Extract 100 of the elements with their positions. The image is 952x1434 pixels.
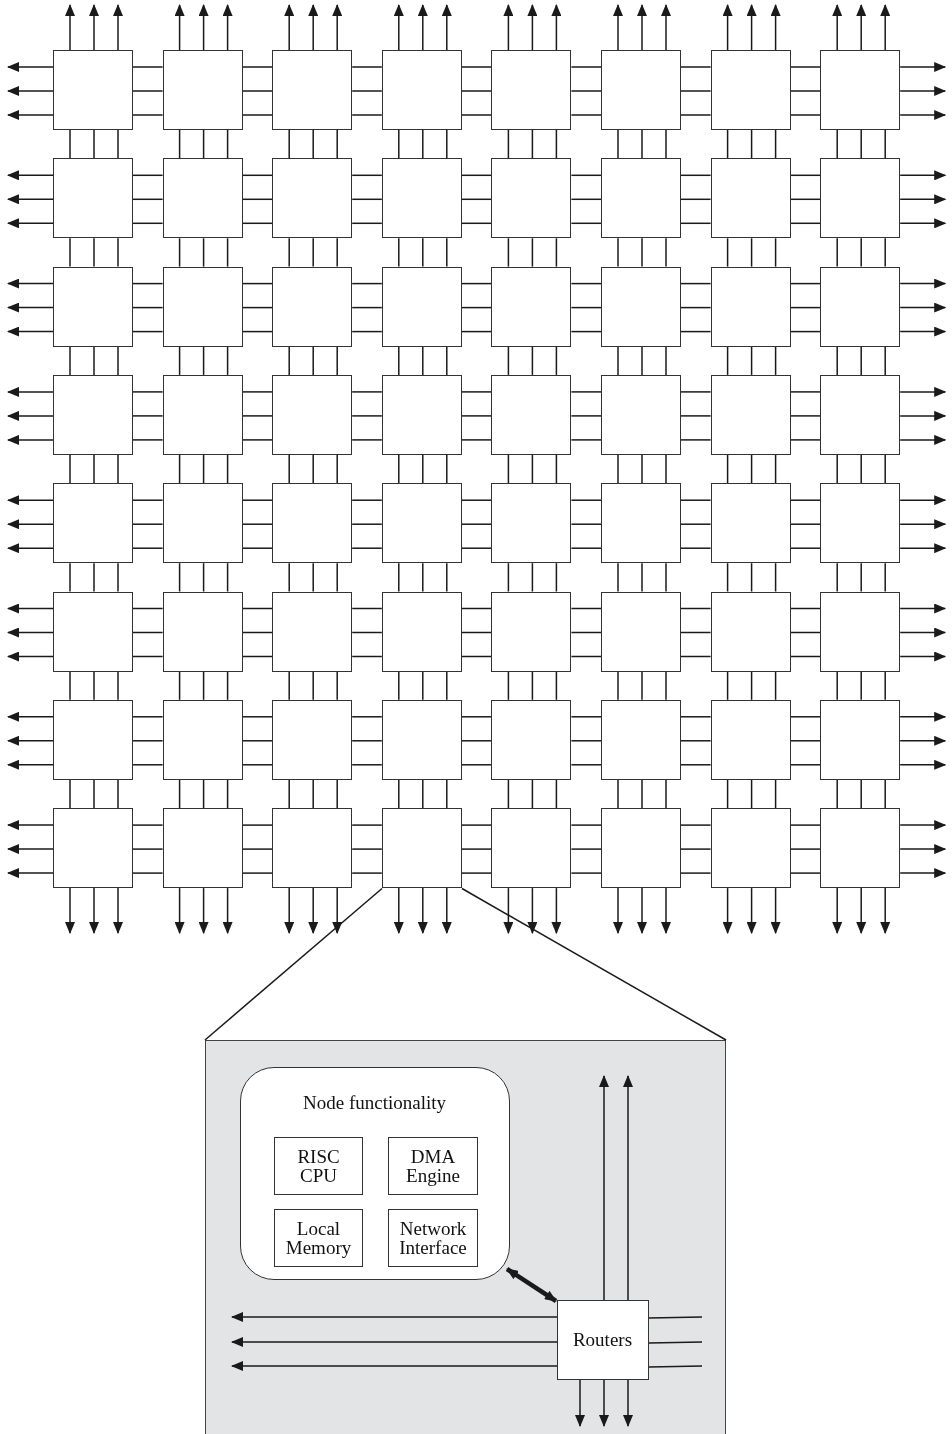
connection-line <box>531 454 534 484</box>
connection-line <box>351 222 383 225</box>
connection-line <box>132 848 164 850</box>
node-box <box>820 808 901 889</box>
connection-line <box>570 607 602 610</box>
connection-line <box>398 779 400 809</box>
connection-line <box>789 824 821 826</box>
connection-line <box>336 779 338 809</box>
arrow <box>198 887 209 935</box>
node-box <box>491 266 572 347</box>
connection-line <box>461 824 493 826</box>
connection-line <box>860 454 862 484</box>
node-box <box>820 158 901 239</box>
connection-line <box>132 282 164 285</box>
node-box <box>53 591 133 672</box>
arrow <box>527 4 538 51</box>
node-box <box>491 50 572 130</box>
connection-line <box>351 716 383 718</box>
connection-line <box>860 670 862 701</box>
connection-line <box>241 282 273 285</box>
connection-line <box>132 66 164 68</box>
arrow <box>113 887 123 935</box>
connection-line <box>680 523 712 525</box>
node-box <box>272 266 353 347</box>
connection-line <box>531 779 534 809</box>
connection-line <box>241 764 273 766</box>
connection-line <box>351 872 383 874</box>
connection-line <box>789 174 821 177</box>
connection-line <box>641 345 643 376</box>
arrow <box>899 543 947 554</box>
arrow <box>417 887 428 935</box>
connection-line <box>461 306 493 309</box>
arrow <box>198 4 209 51</box>
connection-line <box>69 129 71 160</box>
connection-line <box>680 848 712 850</box>
arrow <box>222 4 233 51</box>
connection-line <box>750 345 753 376</box>
connection-line <box>789 848 821 850</box>
arrow <box>551 4 562 51</box>
arrow <box>899 735 947 746</box>
connection-line <box>648 1365 703 1368</box>
arrow <box>722 4 733 51</box>
connection-line <box>461 90 493 92</box>
connection-line <box>132 499 164 501</box>
arrow <box>7 495 54 506</box>
arrow <box>222 887 233 935</box>
arrow <box>899 820 947 831</box>
connection-line <box>69 454 71 484</box>
connection-line <box>570 764 602 766</box>
connection-line <box>461 66 493 68</box>
connection-line <box>836 454 838 484</box>
connection-line <box>132 872 164 874</box>
node-box <box>162 374 243 455</box>
connection-line <box>398 237 400 268</box>
connection-line <box>789 872 821 874</box>
connection-line <box>836 237 838 268</box>
connection-line <box>774 237 777 268</box>
node-box <box>381 374 462 455</box>
connection-line <box>461 631 493 634</box>
connection-line <box>570 198 602 201</box>
connection-line <box>312 779 314 809</box>
connection-line <box>132 523 164 525</box>
connection-line <box>178 779 181 809</box>
arrow <box>332 887 343 935</box>
connection-line <box>178 345 181 376</box>
arrow <box>899 495 947 506</box>
connection-line <box>555 129 558 160</box>
connection-line <box>132 391 164 393</box>
connection-line <box>336 129 338 160</box>
connection-line <box>555 237 558 268</box>
node-box <box>491 483 572 564</box>
connection-line <box>288 779 290 809</box>
node-box <box>53 808 133 889</box>
connection-line <box>570 655 602 658</box>
connection-line <box>178 562 181 593</box>
node-box <box>272 808 353 889</box>
connection-line <box>202 237 205 268</box>
arrow <box>899 326 947 337</box>
connection-line <box>132 607 164 610</box>
node-box <box>272 374 353 455</box>
connection-line <box>750 129 753 160</box>
node-box <box>162 699 243 780</box>
arrow <box>7 434 54 445</box>
arrow <box>527 887 538 935</box>
connection-line <box>132 547 164 549</box>
connection-line <box>461 330 493 333</box>
arrow <box>856 887 867 935</box>
connection-line <box>680 607 712 610</box>
connection-line <box>312 129 314 160</box>
connection-line <box>789 607 821 610</box>
arrow <box>899 278 947 289</box>
connection-line <box>774 779 777 809</box>
arrow <box>7 603 54 614</box>
connection-line <box>351 114 383 116</box>
connection-line <box>446 129 448 160</box>
arrow <box>417 4 428 51</box>
connection-line <box>570 848 602 850</box>
node-box <box>710 158 791 239</box>
connection-line <box>351 330 383 333</box>
connection-line <box>288 129 290 160</box>
